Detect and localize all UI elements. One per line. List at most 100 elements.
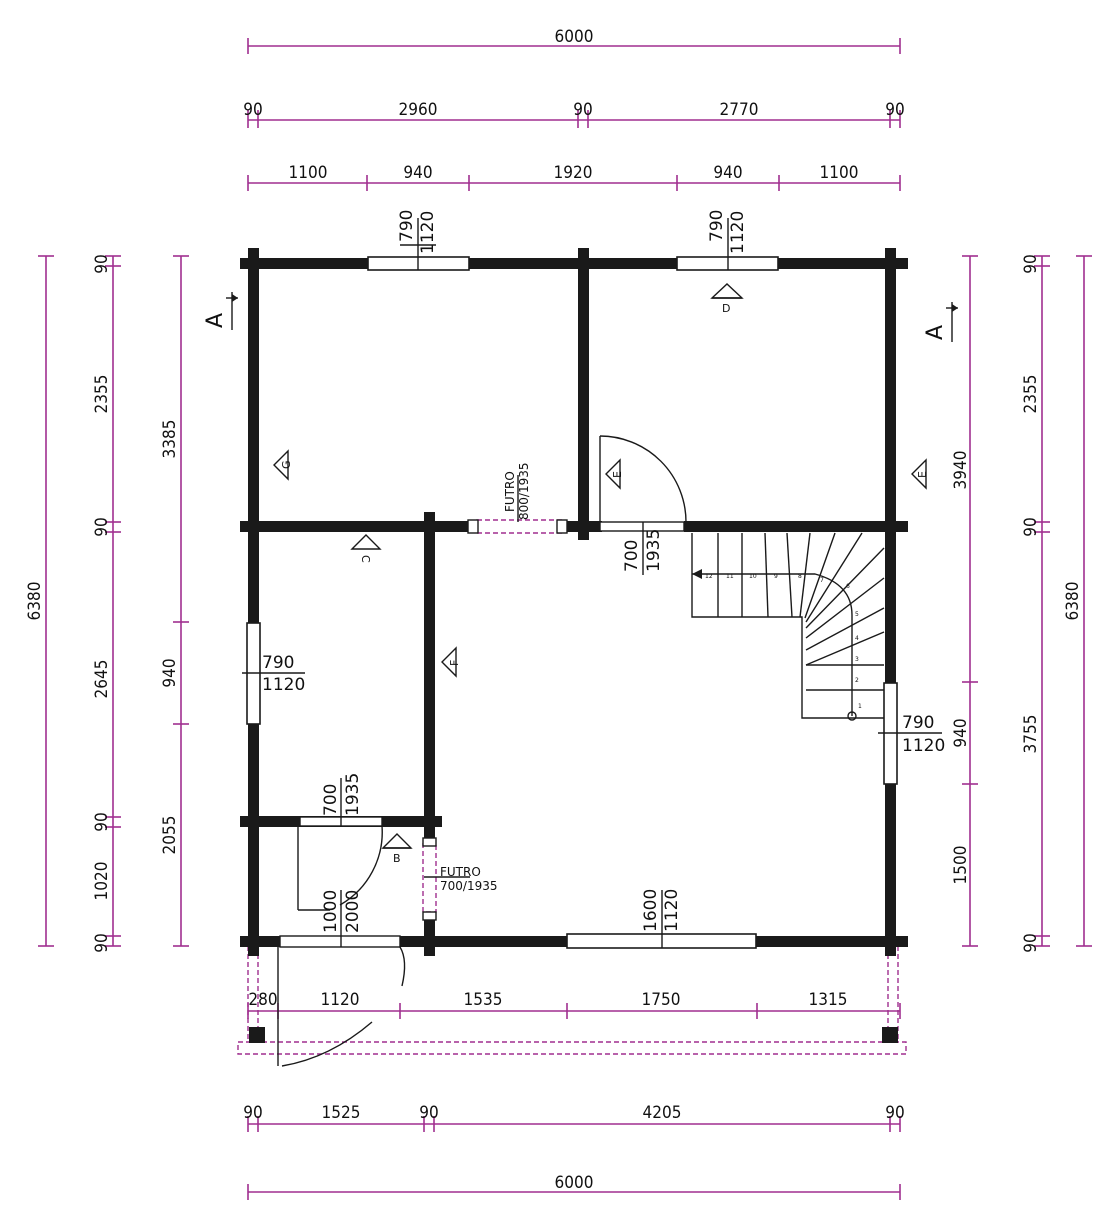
- window-right: 790 1120: [878, 682, 945, 785]
- dim-top2-0: 90: [243, 100, 262, 120]
- door-entry: 1000 2000: [279, 890, 406, 987]
- view-e2-label: E: [916, 471, 929, 478]
- door-entry-h: 2000: [343, 890, 363, 933]
- window-top-left: 790 1120: [367, 210, 470, 271]
- window-bottom: 1600 1120: [566, 889, 757, 949]
- view-b-label: B: [393, 852, 401, 865]
- win-right-w: 790: [902, 713, 934, 733]
- dim-bottom2-3: 4205: [643, 1103, 682, 1123]
- left-dimension-total: 6380: [25, 255, 54, 947]
- win-top-left-w: 790: [397, 210, 417, 242]
- bottom-dimension-row1: 280 1120 1535 1750 1315: [247, 990, 901, 1019]
- dim-left3-0: 3385: [160, 420, 180, 459]
- dim-right2-1: 2355: [1021, 375, 1041, 414]
- section-marker-left: A: [203, 292, 238, 330]
- dim-left2-3: 2645: [92, 660, 112, 699]
- dim-bottom-total: 6000: [555, 1173, 594, 1193]
- section-right-label: A: [923, 325, 948, 340]
- dim-left2-2: 90: [92, 517, 112, 536]
- terrace-post-right: [882, 1027, 898, 1043]
- wall-horizontal-right: [684, 521, 908, 532]
- win-left-w: 790: [262, 653, 294, 673]
- win-top-right-w: 790: [707, 210, 727, 242]
- wall-inner-vertical: [424, 512, 435, 842]
- dim-top2-1: 2960: [399, 100, 438, 120]
- view-marker-b: B: [381, 833, 413, 865]
- futro-top-label: FUTRO: [503, 471, 517, 512]
- dim-left2-0: 90: [92, 254, 112, 273]
- step-11: 11: [726, 573, 734, 580]
- dim-top2-4: 90: [885, 100, 904, 120]
- top-dimension-row3: 1100 940 1920 940 1100: [247, 163, 901, 191]
- door-inner-w: 700: [622, 540, 642, 572]
- step-5: 5: [855, 611, 859, 618]
- dim-bottom2-1: 1525: [322, 1103, 361, 1123]
- dim-bottom1-2: 1535: [464, 990, 503, 1010]
- dim-right-total: 6380: [1063, 582, 1083, 621]
- dim-right2-3: 3755: [1021, 715, 1041, 754]
- futro-top: FUTRO 800/1935: [467, 463, 568, 534]
- dim-left2-4: 90: [92, 812, 112, 831]
- left-dimension-col3: 3385 940 2055: [160, 255, 189, 947]
- dim-left2-1: 2355: [92, 375, 112, 414]
- dim-left2-5: 1020: [92, 862, 112, 901]
- view-marker-e1: E: [605, 458, 624, 490]
- view-e1-label: E: [611, 471, 624, 478]
- step-1: 1: [858, 703, 862, 710]
- dim-right1-0: 3940: [951, 451, 971, 490]
- dim-left2-6: 90: [92, 933, 112, 952]
- staircase: 12 11 10 9 8 7 6 5 4 3 2 1: [691, 532, 885, 721]
- win-bottom-w: 1600: [641, 889, 661, 932]
- bottom-dimension-total: 6000: [247, 1173, 901, 1200]
- door-entry-w: 1000: [321, 890, 341, 933]
- wall-top: [240, 258, 908, 269]
- dim-top3-3: 940: [713, 163, 742, 183]
- dim-bottom1-4: 1315: [809, 990, 848, 1010]
- right-dimension-total: 6380: [1063, 255, 1092, 947]
- step-6: 6: [846, 583, 850, 590]
- view-marker-e2: E: [911, 458, 929, 490]
- step-4: 4: [855, 635, 859, 642]
- section-marker-right: A: [923, 302, 958, 342]
- step-9: 9: [774, 573, 778, 580]
- dim-right1-1: 940: [951, 718, 971, 747]
- section-left-label: A: [203, 313, 228, 328]
- wall-right: [885, 248, 896, 956]
- dim-top3-4: 1100: [820, 163, 859, 183]
- step-7: 7: [820, 577, 824, 584]
- win-top-left-h: 1120: [418, 211, 438, 254]
- dim-top2-2: 90: [573, 100, 592, 120]
- win-bottom-h: 1120: [662, 889, 682, 932]
- wall-left: [248, 248, 259, 956]
- terrace-outline: [237, 945, 907, 1067]
- dim-left3-2: 2055: [160, 816, 180, 855]
- dim-bottom1-3: 1750: [642, 990, 681, 1010]
- step-12: 12: [705, 573, 713, 580]
- walls: [240, 248, 908, 956]
- futro-mid: FUTRO 700/1935: [422, 837, 498, 921]
- dim-right2-2: 90: [1021, 517, 1041, 536]
- win-top-right-h: 1120: [728, 211, 748, 254]
- bottom-dimension-row2: 90 1525 90 4205 90: [243, 1103, 905, 1132]
- wall-horizontal-left: [240, 521, 475, 532]
- view-g-label: G: [280, 460, 293, 469]
- dim-right2-0: 90: [1021, 254, 1041, 273]
- view-c-label: C: [359, 555, 372, 563]
- dim-right1-2: 1500: [951, 846, 971, 885]
- door-bath-h: 1935: [343, 773, 363, 816]
- right-dimension-col1: 3940 940 1500: [951, 255, 978, 947]
- dim-bottom2-0: 90: [243, 1103, 262, 1123]
- door-inner: 700 1935: [599, 435, 687, 575]
- step-2: 2: [855, 677, 859, 684]
- right-dimension-col2: 90 2355 90 3755 90: [1021, 254, 1050, 953]
- step-10: 10: [749, 573, 757, 580]
- wall-horizontal-mid: [567, 521, 602, 532]
- dim-top3-2: 1920: [554, 163, 593, 183]
- view-marker-c: C: [350, 534, 382, 563]
- futro-mid-label: FUTRO: [440, 865, 481, 879]
- door-inner-h: 1935: [644, 529, 664, 572]
- dim-bottom1-0: 280: [248, 990, 277, 1010]
- dim-top2-3: 2770: [720, 100, 759, 120]
- dim-top3-1: 940: [403, 163, 432, 183]
- dim-top-total: 6000: [555, 27, 594, 47]
